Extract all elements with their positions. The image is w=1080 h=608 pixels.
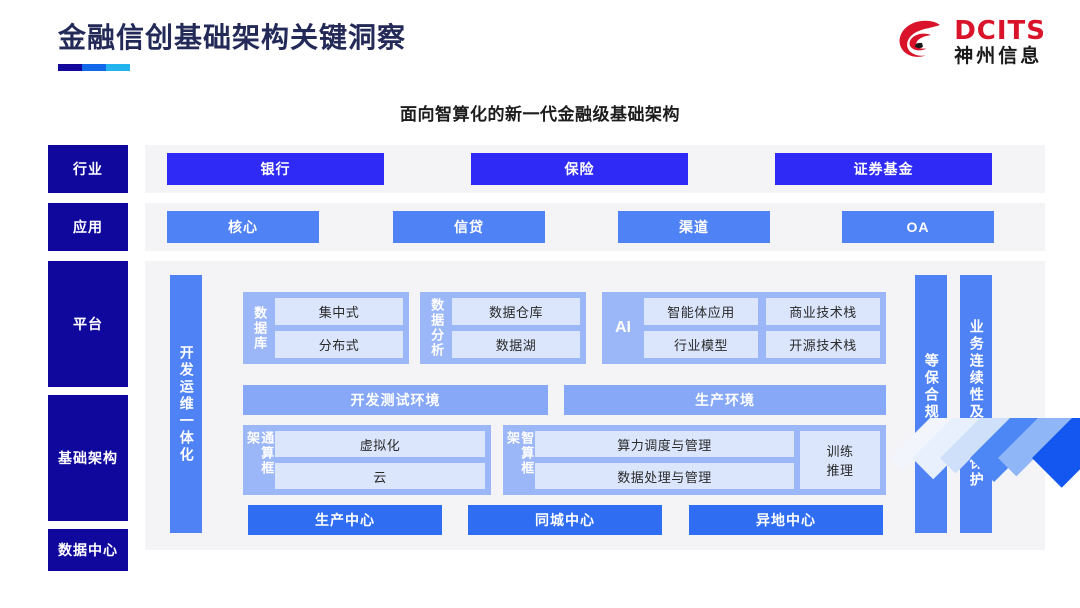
group-ai-label: AI [615, 319, 631, 337]
vertical-bar-devops-label: 开发运维一体化 [178, 344, 195, 464]
sidebar-label-datacenter: 数据中心 [58, 542, 118, 558]
env-production[interactable]: 生产环境 [564, 385, 886, 415]
cell-centralized[interactable]: 集中式 [275, 298, 403, 325]
industry-chip-insurance[interactable]: 保险 [471, 153, 688, 185]
rule-segment-3 [106, 64, 130, 71]
datacenter-chip-remote-label: 异地中心 [756, 512, 816, 528]
vertical-bar-devops[interactable]: 开发运维一体化 [170, 275, 202, 533]
env-dev-test-label: 开发测试环境 [350, 392, 441, 408]
cell-industry-model[interactable]: 行业模型 [644, 331, 758, 358]
dcits-swirl-logo-icon [899, 20, 941, 57]
cell-data-processing[interactable]: 数据处理与管理 [535, 463, 794, 489]
datacenter-chip-metro-label: 同城中心 [535, 512, 595, 528]
sidebar-label-infrastructure: 基础架构 [58, 450, 118, 466]
datacenter-chip-production[interactable]: 生产中心 [248, 505, 442, 535]
application-chip-channel-label: 渠道 [679, 219, 709, 235]
application-chip-core[interactable]: 核心 [167, 211, 319, 243]
sidebar-item-datacenter[interactable]: 数据中心 [48, 529, 128, 571]
env-production-label: 生产环境 [695, 392, 755, 408]
cell-cloud[interactable]: 云 [275, 463, 485, 489]
application-chip-channel[interactable]: 渠道 [618, 211, 770, 243]
sidebar-item-industry[interactable]: 行业 [48, 145, 128, 193]
industry-chip-bank[interactable]: 银行 [167, 153, 384, 185]
group-general-compute[interactable]: 通算框架 虚拟化 云 [243, 425, 491, 495]
group-data-analysis-cells: 数据仓库 数据湖 [452, 298, 580, 358]
datacenter-chip-metro[interactable]: 同城中心 [468, 505, 662, 535]
group-database-cells: 集中式 分布式 [275, 298, 403, 358]
group-ai-cells: 智能体应用 商业技术栈 行业模型 开源技术栈 [644, 298, 880, 358]
slide-header: 金融信创基础架构关键洞察 [58, 18, 406, 71]
sidebar-item-application[interactable]: 应用 [48, 203, 128, 251]
vertical-bar-continuity[interactable]: 业务连续性及数据保护 [960, 275, 992, 533]
industry-chip-securities[interactable]: 证券基金 [775, 153, 992, 185]
logo-wordmark: DCITS 神州信息 [954, 18, 1046, 66]
sidebar-item-infrastructure[interactable]: 基础架构 [48, 395, 128, 521]
cell-virtualization[interactable]: 虚拟化 [275, 431, 485, 457]
rule-segment-1 [58, 64, 82, 71]
cell-opensource-stack[interactable]: 开源技术栈 [766, 331, 880, 358]
group-ai[interactable]: AI 智能体应用 商业技术栈 行业模型 开源技术栈 [602, 292, 886, 364]
group-general-compute-label: 通算框架 [245, 431, 275, 476]
cell-data-warehouse[interactable]: 数据仓库 [452, 298, 580, 325]
rule-segment-2 [82, 64, 106, 71]
datacenter-chip-production-label: 生产中心 [315, 512, 375, 528]
group-intelligent-compute-label: 智算框架 [505, 431, 535, 476]
vertical-bar-continuity-label: 业务连续性及数据保护 [968, 319, 985, 489]
vertical-bar-compliance[interactable]: 等保合规安全 [915, 275, 947, 533]
env-dev-test[interactable]: 开发测试环境 [243, 385, 548, 415]
application-chip-credit[interactable]: 信贷 [393, 211, 545, 243]
datacenter-chip-remote[interactable]: 异地中心 [689, 505, 883, 535]
cell-data-lake[interactable]: 数据湖 [452, 331, 580, 358]
sidebar-label-application: 应用 [73, 219, 103, 235]
group-database-label: 数据库 [252, 305, 268, 351]
diagram-subtitle: 面向智算化的新一代金融级基础架构 [400, 105, 680, 124]
brand-logo: DCITS 神州信息 [896, 18, 1046, 66]
group-database[interactable]: 数据库 集中式 分布式 [243, 292, 409, 364]
cell-compute-scheduling[interactable]: 算力调度与管理 [535, 431, 794, 457]
group-ai-row-1: 智能体应用 商业技术栈 [644, 298, 880, 325]
cell-distributed[interactable]: 分布式 [275, 331, 403, 358]
application-chip-core-label: 核心 [228, 219, 258, 235]
cell-agent-application[interactable]: 智能体应用 [644, 298, 758, 325]
sidebar-label-industry: 行业 [73, 161, 103, 177]
logo-text-cn: 神州信息 [954, 46, 1043, 67]
sidebar-label-platform: 平台 [73, 316, 103, 332]
vertical-bar-compliance-label: 等保合规安全 [923, 353, 940, 455]
group-data-analysis-label: 数据分析 [429, 298, 445, 358]
industry-chip-insurance-label: 保险 [564, 161, 595, 177]
group-data-analysis[interactable]: 数据分析 数据仓库 数据湖 [420, 292, 586, 364]
application-chip-oa[interactable]: OA [842, 211, 994, 243]
industry-chip-bank-label: 银行 [260, 161, 291, 177]
group-intelligent-compute-cells: 算力调度与管理 数据处理与管理 [535, 431, 794, 489]
page-title: 金融信创基础架构关键洞察 [58, 22, 407, 53]
logo-text-en: DCITS [954, 16, 1046, 46]
title-underline-rule [58, 64, 130, 71]
group-general-compute-cells: 虚拟化 云 [275, 431, 485, 489]
group-intelligent-compute[interactable]: 智算框架 算力调度与管理 数据处理与管理 训练 推理 [503, 425, 886, 495]
group-ai-row-2: 行业模型 开源技术栈 [644, 331, 880, 358]
sidebar-item-platform[interactable]: 平台 [48, 261, 128, 387]
cell-train-inference[interactable]: 训练 推理 [800, 431, 880, 489]
application-chip-credit-label: 信贷 [454, 219, 484, 235]
application-chip-oa-label: OA [906, 219, 930, 235]
industry-chip-securities-label: 证券基金 [853, 161, 914, 177]
cell-commercial-stack[interactable]: 商业技术栈 [766, 298, 880, 325]
